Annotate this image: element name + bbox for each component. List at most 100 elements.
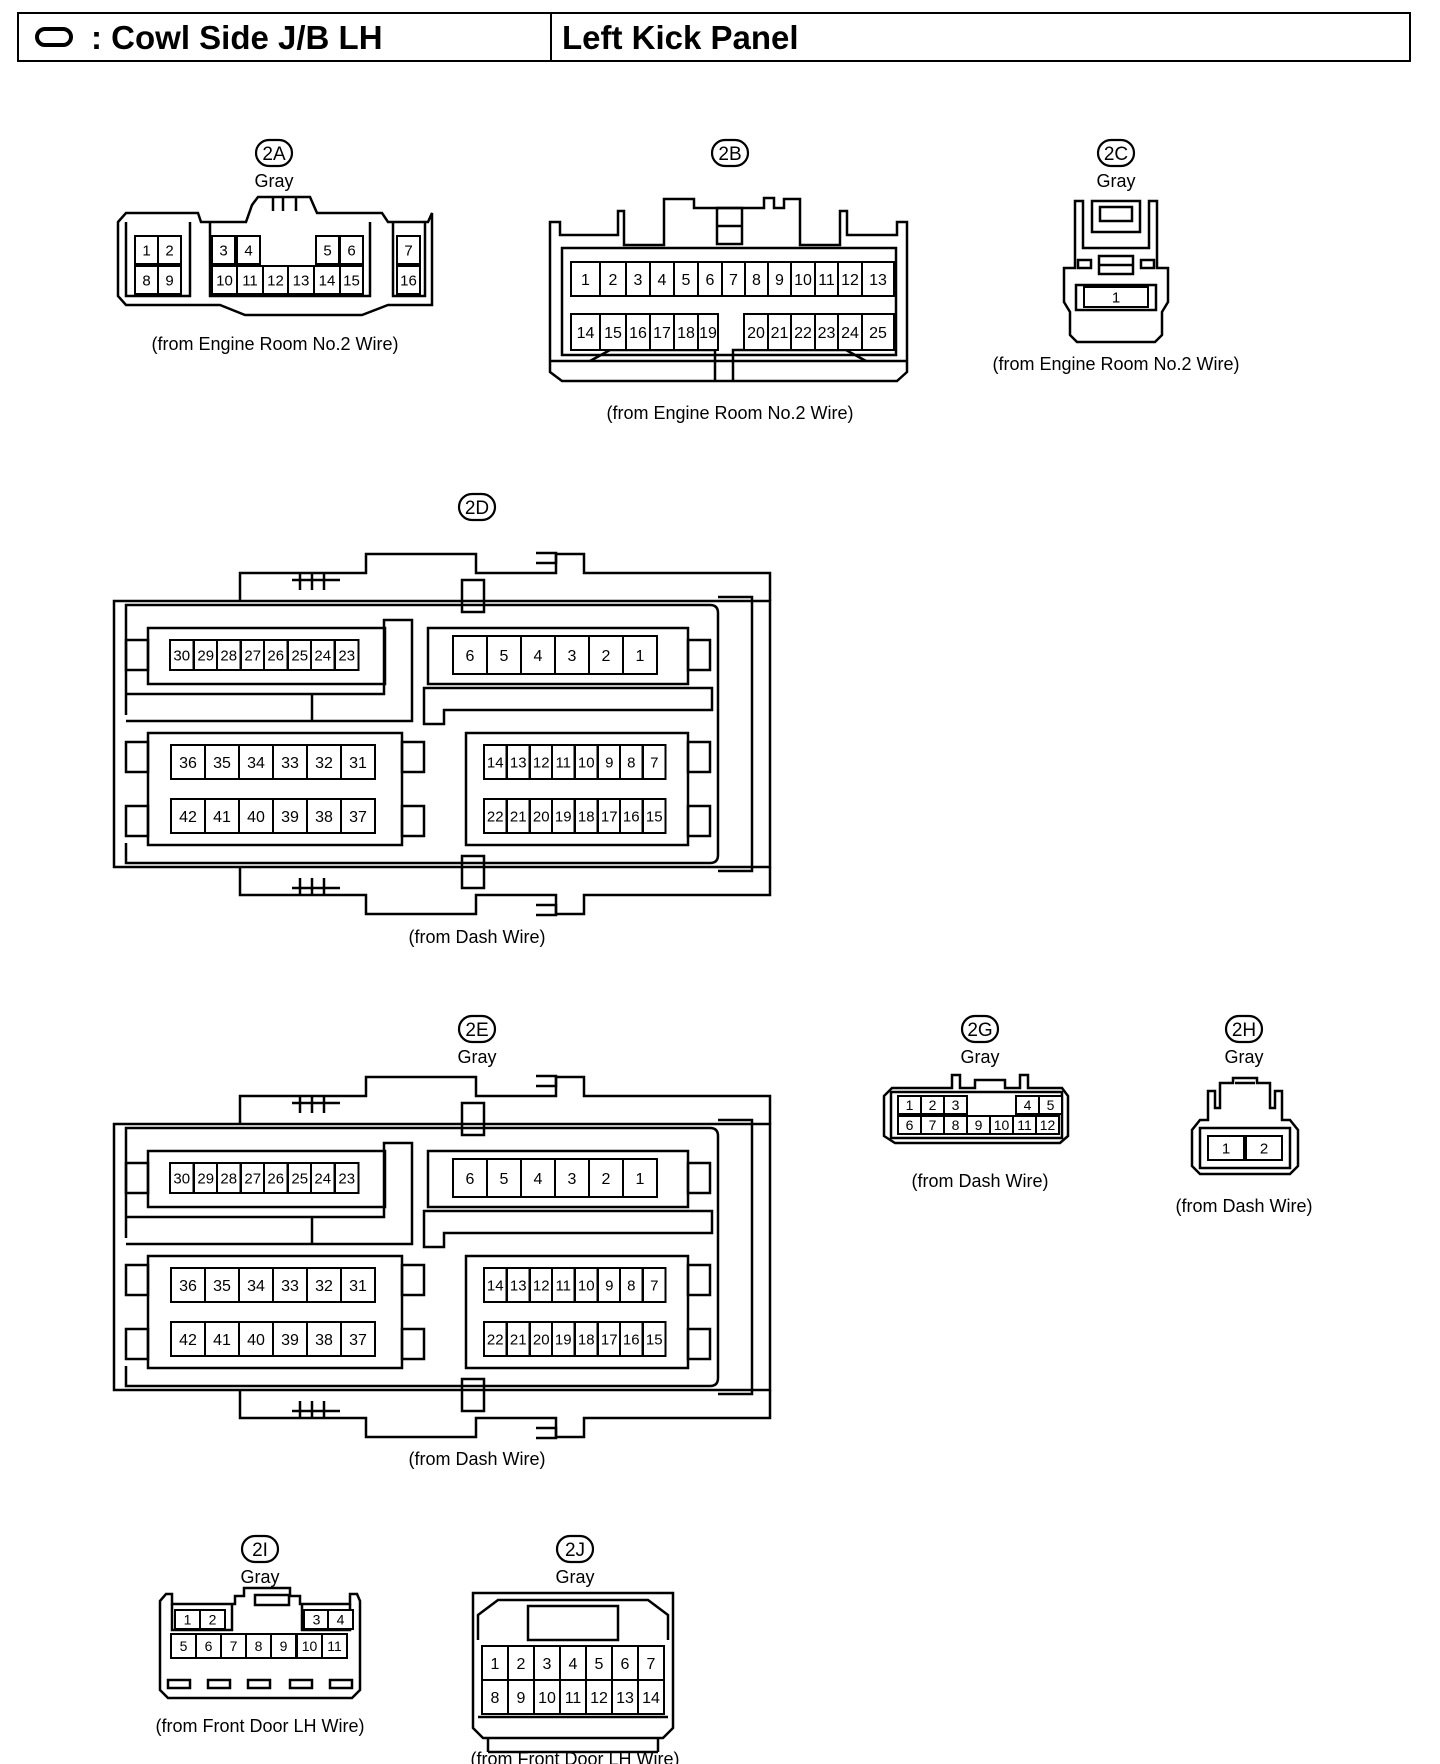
pin-cell (520, 1158, 556, 1198)
header-location: Left Kick Panel (552, 21, 799, 54)
pin-number: 1 (581, 272, 590, 289)
pin-number: 1 (184, 1612, 192, 1628)
connector-2E-color: Gray (457, 1047, 496, 1067)
pin-number: 10 (578, 1277, 595, 1294)
location-title: Left Kick Panel (562, 18, 799, 56)
pin-number: 16 (629, 325, 647, 342)
connector-2H-id: 2H (1232, 1020, 1256, 1041)
pin-cell (262, 265, 289, 295)
pin-number: 8 (142, 272, 150, 289)
pin-cell (743, 313, 769, 351)
pin-number: 5 (595, 1656, 604, 1673)
pin-number: 38 (315, 809, 333, 826)
pin-number: 9 (605, 754, 613, 771)
pin-number: 24 (314, 647, 331, 664)
connector-2C-housing (1062, 199, 1170, 344)
pin-number: 13 (616, 1690, 634, 1707)
pin-cell (486, 635, 522, 675)
pin-number: 3 (568, 648, 577, 665)
pin-cell (238, 744, 274, 780)
pin-number: 11 (327, 1638, 342, 1654)
pin-number: 2 (602, 648, 611, 665)
pin-cell (236, 235, 261, 265)
connector-2J-id: 2J (565, 1540, 585, 1561)
pin-number: 4 (337, 1612, 345, 1628)
pin-cell (637, 1645, 665, 1681)
pin-cell (1038, 1095, 1063, 1115)
pin-cell (452, 635, 488, 675)
connector-2H-label: 2H Gray (from Dash Wire) (1175, 1014, 1313, 1216)
pin-cell (334, 639, 360, 671)
pin-cell (339, 235, 364, 265)
connector-2A-label: 2A Gray (from Engine Room No.2 Wire) (151, 138, 399, 354)
pin-number: 4 (1024, 1097, 1032, 1113)
pin-cell (306, 798, 342, 834)
pin-number: 9 (775, 272, 784, 289)
connector-2C-label: 2C Gray (from Engine Room No.2 Wire) (992, 138, 1240, 374)
pin-number: 2 (609, 272, 618, 289)
pin-number: 17 (601, 808, 618, 825)
pin-number: 7 (647, 1656, 656, 1673)
pin-number: 11 (242, 272, 258, 289)
connector-2E-label: 2E Gray (from Dash Wire) (408, 1014, 546, 1469)
pin-number: 10 (994, 1117, 1010, 1133)
pin-cell (642, 1321, 667, 1357)
pin-number: 34 (247, 755, 265, 772)
pin-number: 34 (247, 1278, 265, 1295)
pin-number: 22 (487, 808, 504, 825)
pin-number: 1 (1112, 289, 1120, 306)
pin-number: 40 (247, 1332, 265, 1349)
pin-number: 18 (578, 808, 595, 825)
pin-cell (195, 1633, 222, 1659)
pin-number: 9 (165, 272, 173, 289)
pin-number: 1 (1222, 1140, 1230, 1157)
connector-2J-color: Gray (555, 1567, 594, 1587)
connector-2H-color: Gray (1224, 1047, 1263, 1067)
pin-cell (507, 1679, 535, 1715)
pin-cell (339, 265, 364, 295)
pin-number: 3 (952, 1097, 960, 1113)
pin-cell (204, 744, 240, 780)
pin-number: 30 (173, 647, 190, 664)
pin-number: 32 (315, 755, 333, 772)
pin-cell (272, 1321, 308, 1357)
pin-cell (287, 265, 315, 295)
pin-cell (211, 265, 238, 295)
pin-cell (157, 235, 182, 265)
pin-number: 6 (466, 648, 475, 665)
connector-2B-id: 2B (718, 144, 741, 165)
pin-number: 12 (533, 754, 550, 771)
pin-cell (533, 1679, 561, 1715)
pin-cell (334, 1162, 360, 1194)
pin-cell (306, 744, 342, 780)
pin-cell (943, 1095, 968, 1115)
connector-2J-housing (471, 1591, 675, 1754)
pin-cell (340, 744, 376, 780)
connector-2I-label: 2I Gray (from Front Door LH Wire) (155, 1534, 365, 1736)
pin-number: 11 (565, 1690, 582, 1707)
connector-2A-source: (from Engine Room No.2 Wire) (151, 334, 398, 354)
pin-cell (790, 261, 816, 297)
pin-number: 4 (244, 242, 252, 259)
connector-2A-housing (116, 195, 434, 317)
pin-cell (559, 1645, 587, 1681)
pin-number: 13 (510, 754, 527, 771)
pin-number: 5 (500, 1171, 509, 1188)
pin-number: 27 (244, 1170, 261, 1187)
pin-cell (1035, 1115, 1060, 1135)
connector-2I-housing (158, 1586, 362, 1700)
pin-number: 20 (533, 1331, 550, 1348)
pin-number: 8 (952, 1117, 960, 1133)
pin-number: 10 (538, 1690, 556, 1707)
pin-number: 20 (533, 808, 550, 825)
pin-number: 9 (975, 1117, 983, 1133)
pin-number: 14 (642, 1690, 660, 1707)
pin-number: 38 (315, 1332, 333, 1349)
pin-cell (238, 1321, 274, 1357)
pin-number: 13 (510, 1277, 527, 1294)
pin-cell (554, 1158, 590, 1198)
